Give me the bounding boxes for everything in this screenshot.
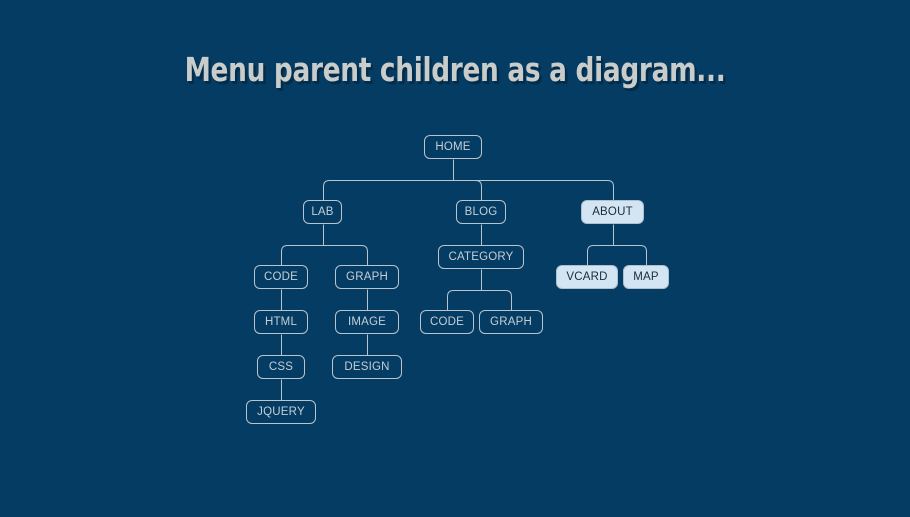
tree-node-home[interactable]: HOME	[424, 135, 482, 159]
connector-line	[614, 246, 647, 266]
tree-node-lab[interactable]: LAB	[303, 200, 342, 224]
tree-node-html[interactable]: HTML	[254, 310, 308, 334]
connector-line	[324, 181, 454, 201]
connector-line	[588, 246, 614, 266]
connector-line	[482, 291, 512, 311]
tree-node-lab-graph[interactable]: GRAPH	[335, 265, 399, 289]
tree-node-blog[interactable]: BLOG	[456, 200, 506, 224]
tree-node-design[interactable]: DESIGN	[332, 355, 402, 379]
connector-line	[448, 291, 482, 311]
connector-line	[454, 181, 614, 201]
tree-node-vcard[interactable]: VCARD	[556, 265, 618, 289]
tree-node-image[interactable]: IMAGE	[335, 310, 399, 334]
tree-node-jquery[interactable]: JQUERY	[246, 400, 316, 424]
tree-node-category[interactable]: CATEGORY	[438, 245, 524, 269]
tree-node-about[interactable]: ABOUT	[581, 200, 644, 224]
tree-node-cat-code[interactable]: CODE	[420, 310, 474, 334]
tree-node-cat-graph[interactable]: GRAPH	[479, 310, 543, 334]
tree-node-css[interactable]: CSS	[257, 355, 305, 379]
tree-node-lab-code[interactable]: CODE	[254, 265, 308, 289]
connector-line	[324, 246, 368, 266]
connector-line	[454, 181, 482, 201]
connector-line	[282, 246, 324, 266]
tree-node-map[interactable]: MAP	[623, 265, 669, 289]
